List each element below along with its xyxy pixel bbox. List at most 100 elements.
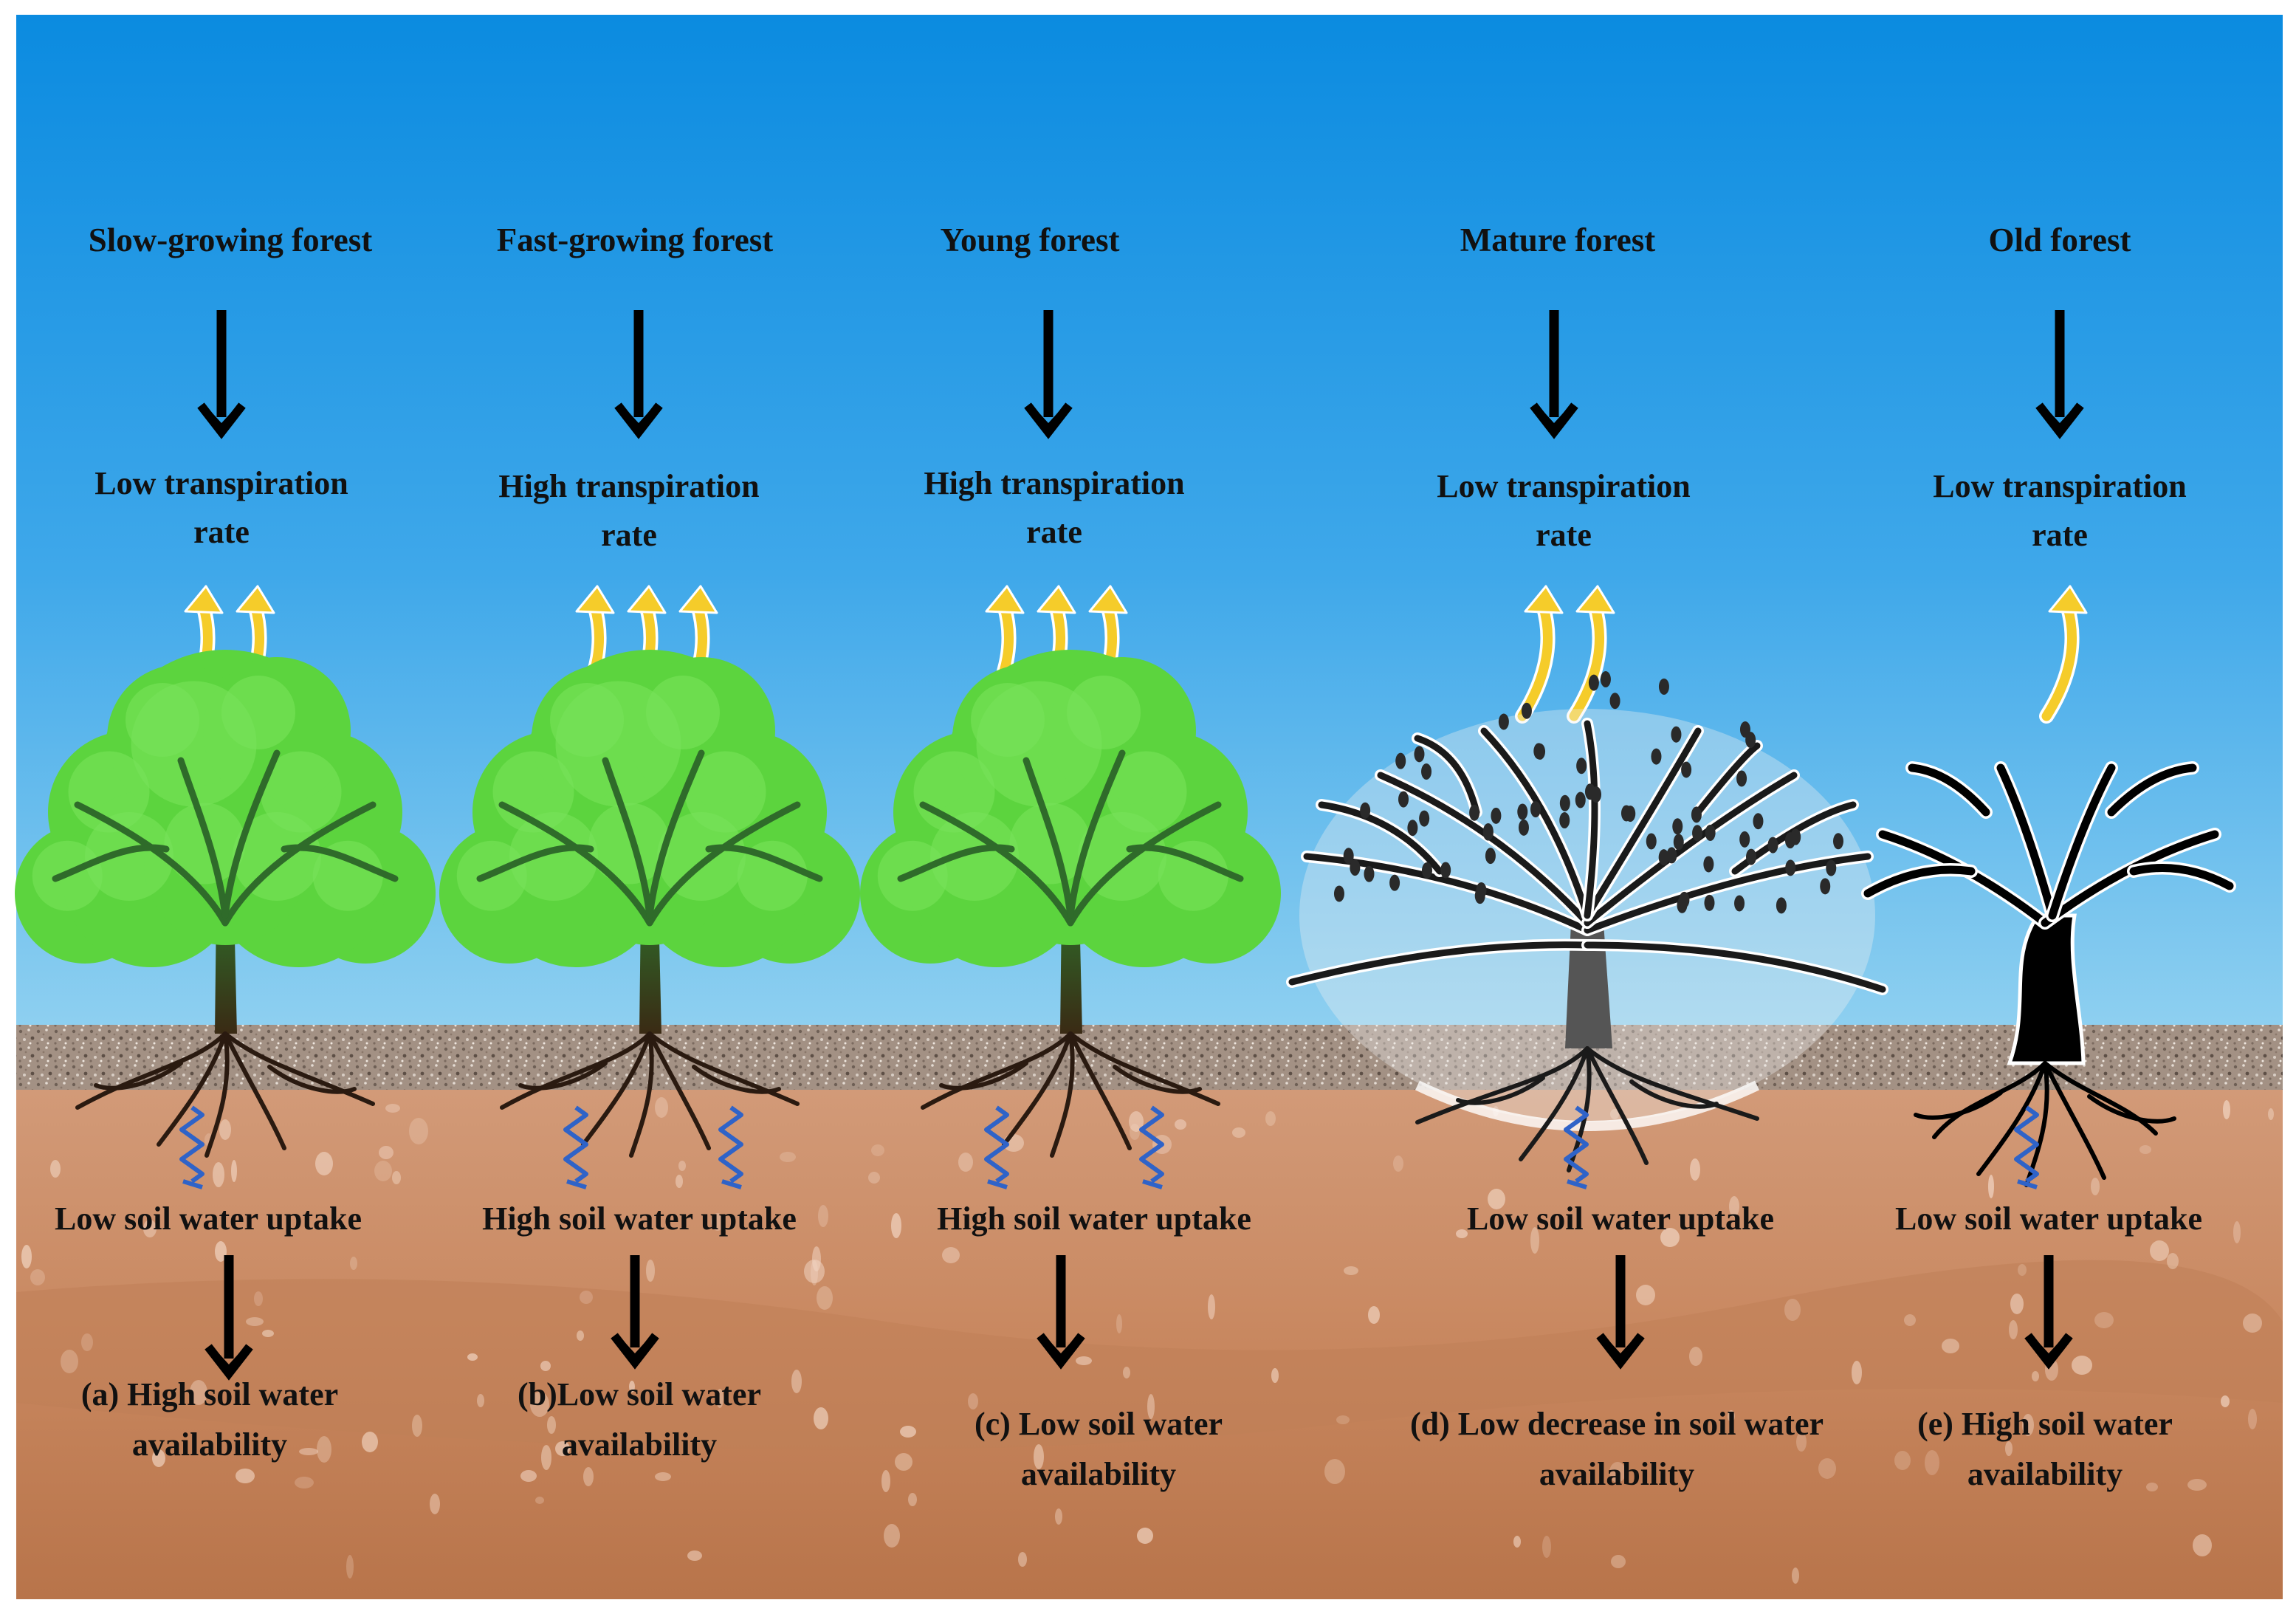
availability-word-b: availability (561, 1426, 718, 1463)
availability-label-d: (d) Low decrease in soil water (1409, 1406, 1824, 1442)
soil-speck (346, 1555, 354, 1579)
down-arrow-bottom-c (1037, 1255, 1085, 1370)
soil-speck (871, 1144, 884, 1156)
soil-speck (1336, 1415, 1350, 1424)
soil-specks (21, 1097, 2274, 1584)
soil-speck (678, 1161, 686, 1171)
soil-speck (299, 1448, 318, 1455)
down-arrow-top-a (197, 310, 246, 439)
soil-speck (1393, 1155, 1403, 1172)
soil-speck (2146, 1483, 2158, 1491)
column-title-d: Mature forest (1460, 222, 1656, 258)
tree-d (1286, 671, 1888, 1172)
soil-speck (219, 1119, 231, 1140)
soil-speck (1123, 1367, 1130, 1378)
soil-speck (908, 1493, 917, 1506)
soil-speck (21, 1245, 32, 1268)
soil-speck (1818, 1458, 1836, 1479)
availability-label-c: (c) Low soil water (974, 1406, 1223, 1442)
transpiration-rate-d: rate (1536, 517, 1592, 553)
soil-speck (555, 1441, 570, 1456)
water-uptake-squiggle-c-2 (1139, 1105, 1164, 1189)
down-arrow-top-e (2035, 310, 2084, 439)
soil-speck (1324, 1459, 1345, 1484)
soil-speck (580, 1291, 593, 1304)
soil-speck (1116, 1314, 1122, 1333)
soil-speck (2032, 1371, 2039, 1381)
soil-band (16, 1260, 2283, 1450)
soil-speck (1610, 1109, 1619, 1119)
soil-speck (804, 1260, 825, 1283)
soil-speck (477, 1394, 484, 1407)
soil-speck (1792, 1567, 1799, 1584)
soil-speck (1796, 1432, 1807, 1452)
soil-uptake-label-a: Low soil water uptake (55, 1201, 362, 1237)
soil-speck (520, 1470, 537, 1482)
soil-speck (1034, 1444, 1044, 1469)
soil-speck (1784, 1299, 1801, 1321)
soil-speck (1636, 1285, 1655, 1305)
soil-speck (2150, 1240, 2169, 1261)
transpiration-rate-b: rate (601, 517, 657, 553)
soil-speck (409, 1118, 428, 1144)
soil-speck (884, 1524, 900, 1548)
soil-speck (30, 1269, 45, 1285)
transpiration-flow-arrow-e-1 (2039, 585, 2088, 724)
soil-speck (190, 1380, 207, 1405)
soil-speck (868, 1172, 880, 1184)
soil-speck (1729, 1196, 1739, 1217)
soil-speck (467, 1353, 478, 1361)
soil-speck (942, 1247, 960, 1263)
soil-speck (540, 1361, 551, 1371)
gravel-layer (16, 1025, 2283, 1091)
soil-speck (1513, 1536, 1521, 1548)
soil-speck (1208, 1294, 1215, 1319)
soil-speck (2268, 1108, 2274, 1120)
availability-label-b: (b)Low soil water (518, 1376, 761, 1412)
soil-speck (1942, 1339, 1959, 1353)
transpiration-label-c: High transpiration (924, 465, 1185, 501)
soil-speck (2139, 1145, 2151, 1154)
soil-speck (412, 1415, 422, 1437)
soil-uptake-label-b: High soil water uptake (482, 1201, 797, 1237)
soil-speck (430, 1494, 440, 1514)
soil-speck (2018, 1264, 2027, 1276)
soil-speck (958, 1153, 973, 1172)
soil-speck (254, 1291, 263, 1306)
soil-speck (1988, 1175, 1994, 1198)
down-arrow-bottom-a (204, 1255, 253, 1381)
soil-speck (1137, 1528, 1153, 1544)
tree-a (15, 650, 436, 1158)
soil-speck (350, 1257, 357, 1270)
tree-e (1861, 761, 2236, 1187)
soil-speck (1660, 1228, 1680, 1247)
soil-speck (1265, 1111, 1276, 1126)
availability-word-a: availability (131, 1426, 288, 1463)
down-arrow-bottom-b (611, 1255, 659, 1370)
availability-word-d: availability (1539, 1456, 1695, 1492)
soil-speck (1488, 1189, 1505, 1209)
soil-speck (262, 1330, 274, 1337)
down-arrow-bottom-e (2024, 1255, 2073, 1370)
soil-speck (1175, 1119, 1186, 1130)
availability-word-c: availability (1020, 1456, 1177, 1492)
down-arrow-top-c (1024, 310, 1073, 439)
soil-speck (295, 1477, 314, 1488)
soil-speck (1271, 1368, 1279, 1383)
transpiration-label-a: Low transpiration (94, 465, 348, 501)
soil-speck (716, 1389, 723, 1408)
transpiration-label-e: Low transpiration (1933, 468, 2187, 504)
soil-speck (817, 1286, 833, 1310)
soil-speck (1925, 1450, 1939, 1475)
soil-speck (629, 1381, 635, 1392)
soil-speck (655, 1472, 671, 1481)
soil-speck (2010, 1294, 2024, 1314)
availability-word-e: availability (1967, 1456, 2123, 1492)
soil-speck (1530, 1227, 1539, 1254)
soil-speck (818, 1205, 828, 1227)
soil-speck (2193, 1534, 2212, 1556)
soil-speck (1129, 1111, 1144, 1132)
soil-speck (236, 1469, 255, 1483)
soil-speck (577, 1330, 584, 1341)
